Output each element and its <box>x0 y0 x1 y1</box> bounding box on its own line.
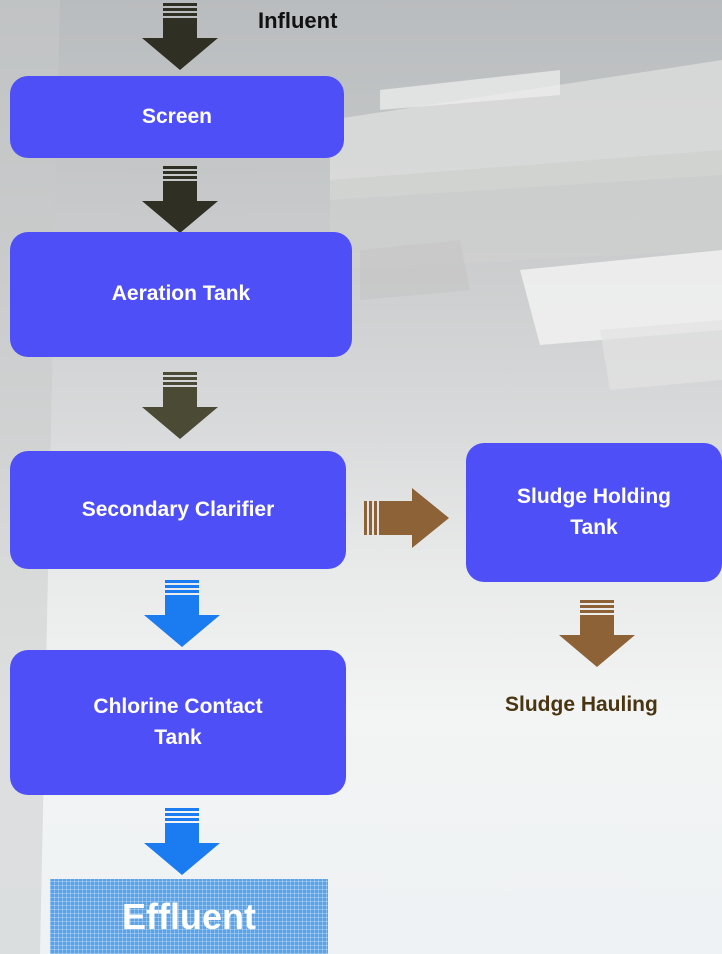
screen-node: Screen <box>10 76 344 158</box>
sludge-holding-tank-node: Sludge Holding Tank <box>466 443 722 582</box>
influent-label: Influent <box>258 8 338 33</box>
flow-arrow-clarifier-to-chlorine <box>144 580 220 647</box>
sludge-holding-tank-label: Sludge Holding Tank <box>517 485 671 539</box>
flow-arrow-clarifier-to-sludge-holding <box>364 488 449 548</box>
flow-arrow-aeration-to-clarifier <box>142 372 218 439</box>
aeration-tank-node: Aeration Tank <box>10 232 352 357</box>
effluent-node: Effluent <box>50 879 328 954</box>
flow-arrow-sludge-holding-to-hauling <box>559 600 635 667</box>
chlorine-contact-tank-label: Chlorine Contact Tank <box>93 695 263 749</box>
secondary-clarifier-node: Secondary Clarifier <box>10 451 346 569</box>
sludge-hauling-label: Sludge Hauling <box>505 693 658 716</box>
flow-arrow-influent-to-screen <box>142 3 218 70</box>
flow-arrow-screen-to-aeration <box>142 166 218 233</box>
flow-arrow-chlorine-to-effluent <box>144 808 220 875</box>
chlorine-contact-tank-node: Chlorine Contact Tank <box>10 650 346 795</box>
